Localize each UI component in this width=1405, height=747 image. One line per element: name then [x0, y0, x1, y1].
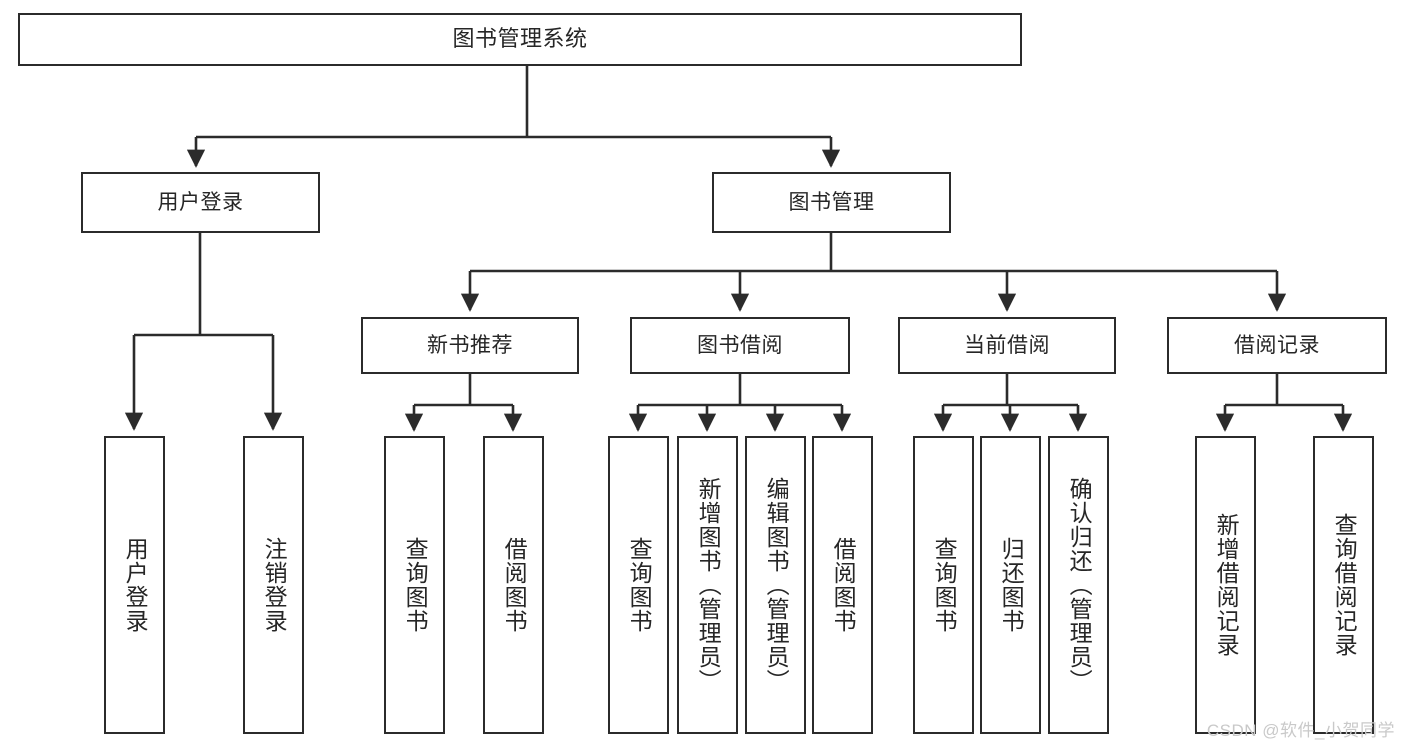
node-label: 借阅图书: [501, 537, 528, 633]
node-new-book-recommendation[interactable]: 新书推荐: [361, 317, 579, 374]
node-label: 新增图书（管理员）: [695, 477, 722, 693]
leaf-query-books-recommend[interactable]: 查询图书: [384, 436, 445, 734]
node-label: 新增借阅记录: [1213, 513, 1240, 657]
node-book-borrowing[interactable]: 图书借阅: [630, 317, 850, 374]
csdn-watermark: CSDN @软件_小贺同学: [1206, 721, 1395, 740]
node-label: 查询图书: [402, 537, 429, 633]
node-label: 用户登录: [122, 537, 149, 633]
node-book-management[interactable]: 图书管理: [712, 172, 951, 233]
node-user-login[interactable]: 用户登录: [81, 172, 320, 233]
node-label: 确认归还（管理员）: [1066, 477, 1093, 693]
node-label: 图书借阅: [697, 333, 783, 357]
node-label: 新书推荐: [427, 333, 513, 357]
node-label: 查询借阅记录: [1331, 513, 1358, 657]
leaf-query-books-current[interactable]: 查询图书: [913, 436, 974, 734]
node-label: 查询图书: [626, 537, 653, 633]
leaf-logout[interactable]: 注销登录: [243, 436, 304, 734]
leaf-add-borrow-record[interactable]: 新增借阅记录: [1195, 436, 1256, 734]
leaf-add-book-admin[interactable]: 新增图书（管理员）: [677, 436, 738, 734]
leaf-return-books[interactable]: 归还图书: [980, 436, 1041, 734]
node-label: 当前借阅: [964, 333, 1050, 357]
leaf-user-login[interactable]: 用户登录: [104, 436, 165, 734]
leaf-query-books-borrow[interactable]: 查询图书: [608, 436, 669, 734]
leaf-query-borrow-record[interactable]: 查询借阅记录: [1313, 436, 1374, 734]
node-label: 用户登录: [157, 190, 244, 214]
leaf-borrow-books[interactable]: 借阅图书: [812, 436, 873, 734]
node-root-book-management-system[interactable]: 图书管理系统: [18, 13, 1022, 66]
node-label: 注销登录: [261, 537, 288, 633]
node-borrowing-record[interactable]: 借阅记录: [1167, 317, 1387, 374]
node-label: 借阅记录: [1234, 333, 1320, 357]
node-label: 图书管理系统: [452, 26, 588, 52]
node-current-borrowing[interactable]: 当前借阅: [898, 317, 1116, 374]
leaf-confirm-return-admin[interactable]: 确认归还（管理员）: [1048, 436, 1109, 734]
node-label: 图书管理: [788, 190, 875, 214]
leaf-borrow-books-recommend[interactable]: 借阅图书: [483, 436, 544, 734]
leaf-edit-book-admin[interactable]: 编辑图书（管理员）: [745, 436, 806, 734]
node-label: 归还图书: [998, 537, 1025, 633]
node-label: 编辑图书（管理员）: [763, 477, 790, 693]
node-label: 借阅图书: [830, 537, 857, 633]
node-label: 查询图书: [931, 537, 958, 633]
